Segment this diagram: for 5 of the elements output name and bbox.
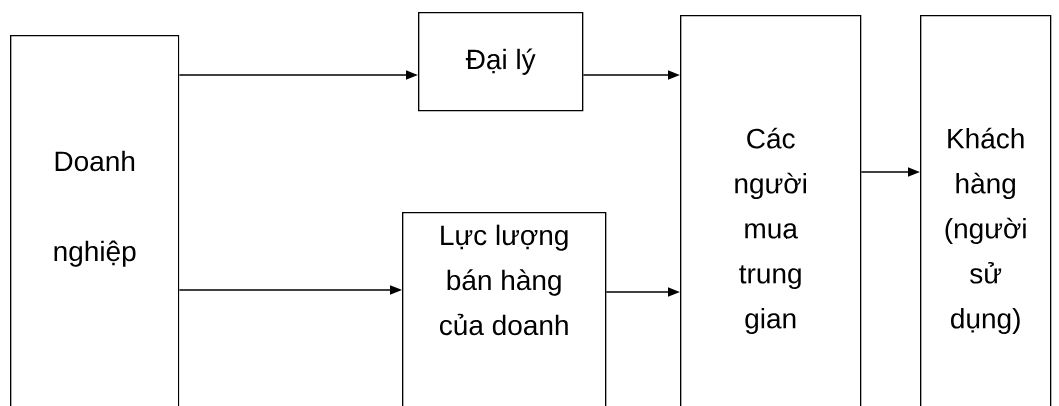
process-box: Đại lý (418, 12, 584, 112)
process-box: Khách hàng (người sử dụng) (920, 15, 1052, 406)
process-box: Doanh nghiệp (10, 35, 180, 406)
process-box: Lực lượng bán hàng của doanh (402, 212, 607, 406)
process-box: Các người mua trung gian (680, 15, 862, 406)
